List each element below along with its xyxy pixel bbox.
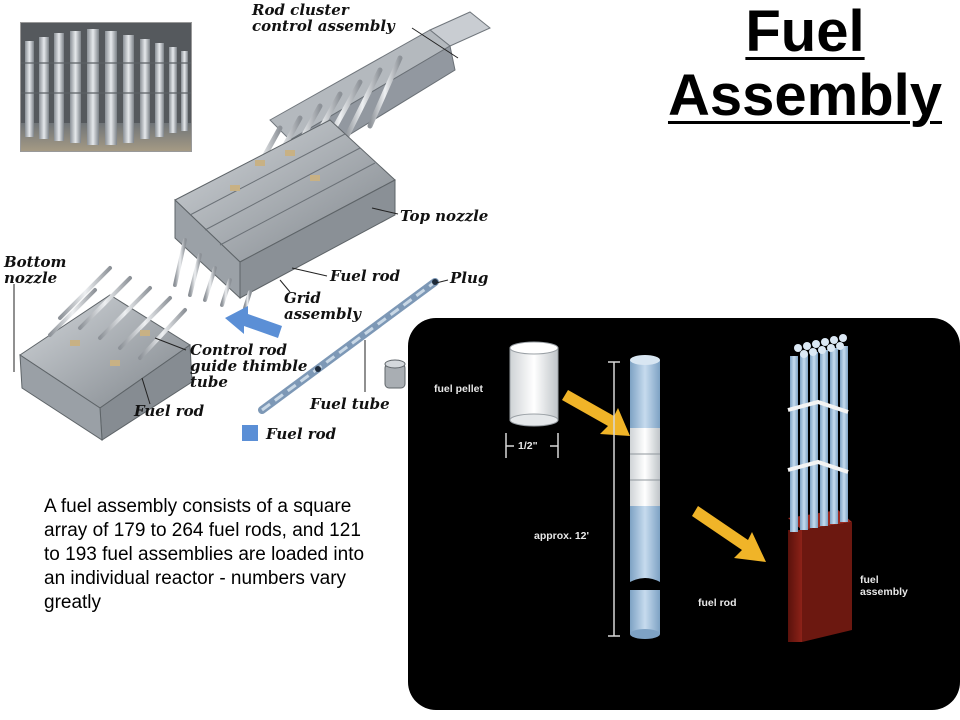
pellet-dimension	[505, 433, 559, 458]
blue-arrow	[225, 306, 282, 338]
label-fuel-rod-legend: Fuel rod	[266, 425, 337, 443]
title-line-1: Fuel	[745, 0, 865, 64]
label-fuel-rod-center: Fuel rod	[330, 267, 401, 285]
fuel-pellet-drawing	[509, 341, 559, 427]
label-fuel-pellet: fuel pellet	[434, 383, 484, 395]
label-grid-assembly: Grid assembly	[284, 289, 361, 323]
label-bottom-nozzle: Bottom nozzle	[4, 253, 67, 287]
yellow-arrows	[562, 390, 766, 562]
label-fuel-rod: fuel rod	[698, 597, 737, 609]
fuel-assembly-drawing	[787, 334, 852, 642]
exploded-assembly-diagram	[13, 11, 491, 441]
fuel-rod-drawing	[630, 355, 660, 639]
label-plug: Plug	[450, 269, 489, 287]
scale-diagram-panel: fuel pellet 1/2" approx. 12' fuel rod fu…	[408, 318, 960, 710]
upper-fuel-rods	[173, 238, 252, 310]
label-rod-length: approx. 12'	[534, 530, 590, 542]
title-line-2: Assembly	[667, 63, 943, 128]
label-fuel-tube: Fuel tube	[310, 395, 390, 413]
label-rod-cluster: Rod cluster control assembly	[252, 1, 395, 35]
fuel-assembly-photo	[20, 22, 192, 152]
label-control-rod-guide-thimble-tube: Control rod guide thimble tube	[190, 341, 308, 391]
single-fuel-rod	[258, 278, 439, 414]
label-pellet-size: 1/2"	[518, 440, 538, 452]
leader-lines	[13, 27, 459, 405]
label-top-nozzle: Top nozzle	[400, 207, 489, 225]
top-nozzle	[174, 119, 396, 300]
label-fuel-rod-lower: Fuel rod	[134, 402, 205, 420]
description-text: A fuel assembly consists of a square arr…	[44, 496, 365, 613]
fuel-rod-legend-swatch	[242, 425, 258, 441]
rod-length-dimension	[608, 361, 620, 637]
page-title: Fuel Assembly	[650, 0, 960, 128]
label-fuel-assembly: fuel assembly	[860, 574, 908, 598]
pellet-icon	[384, 359, 406, 389]
scale-diagram	[505, 334, 852, 642]
